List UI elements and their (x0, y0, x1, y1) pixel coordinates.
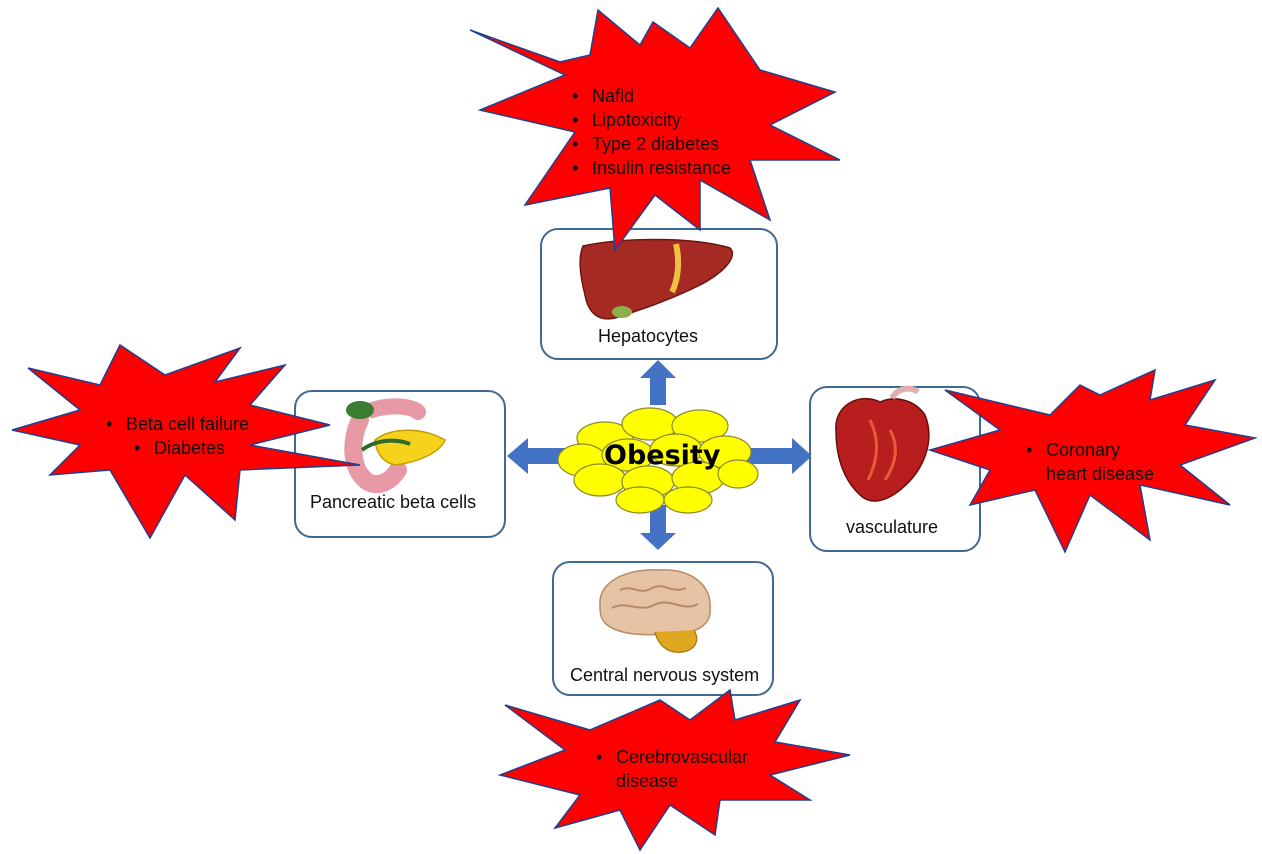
burst-pancreas-list: Beta cell failure Diabetes (104, 412, 249, 460)
liver-icon (580, 240, 732, 319)
burst-pancreas-item: Beta cell failure (104, 412, 249, 436)
burst-liver-item: Nafld (570, 84, 731, 108)
burst-liver-list: Nafld Lipotoxicity Type 2 diabetes Insul… (570, 84, 731, 180)
burst-liver-item: Lipotoxicity (570, 108, 731, 132)
burst-brain-item: Cerebrovascular (594, 745, 748, 769)
heart-label: vasculature (846, 517, 938, 538)
liver-label: Hepatocytes (598, 326, 698, 347)
brain-label: Central nervous system (570, 665, 759, 686)
burst-heart-item: Coronary (1024, 438, 1154, 462)
burst-heart-item-cont: heart disease (1046, 462, 1154, 486)
pancreas-icon (346, 401, 445, 484)
pancreas-label: Pancreatic beta cells (310, 492, 476, 513)
burst-liver-item: Type 2 diabetes (570, 132, 731, 156)
hub-label: Obesity (604, 440, 720, 471)
brain-icon (600, 570, 710, 652)
burst-brain-list: Cerebrovascular disease (594, 745, 748, 793)
burst-pancreas-item: Diabetes (132, 436, 249, 460)
burst-brain-item-cont: disease (616, 769, 748, 793)
burst-liver-item: Insulin resistance (570, 156, 731, 180)
burst-heart-list: Coronary heart disease (1024, 438, 1154, 486)
heart-icon (836, 389, 929, 501)
